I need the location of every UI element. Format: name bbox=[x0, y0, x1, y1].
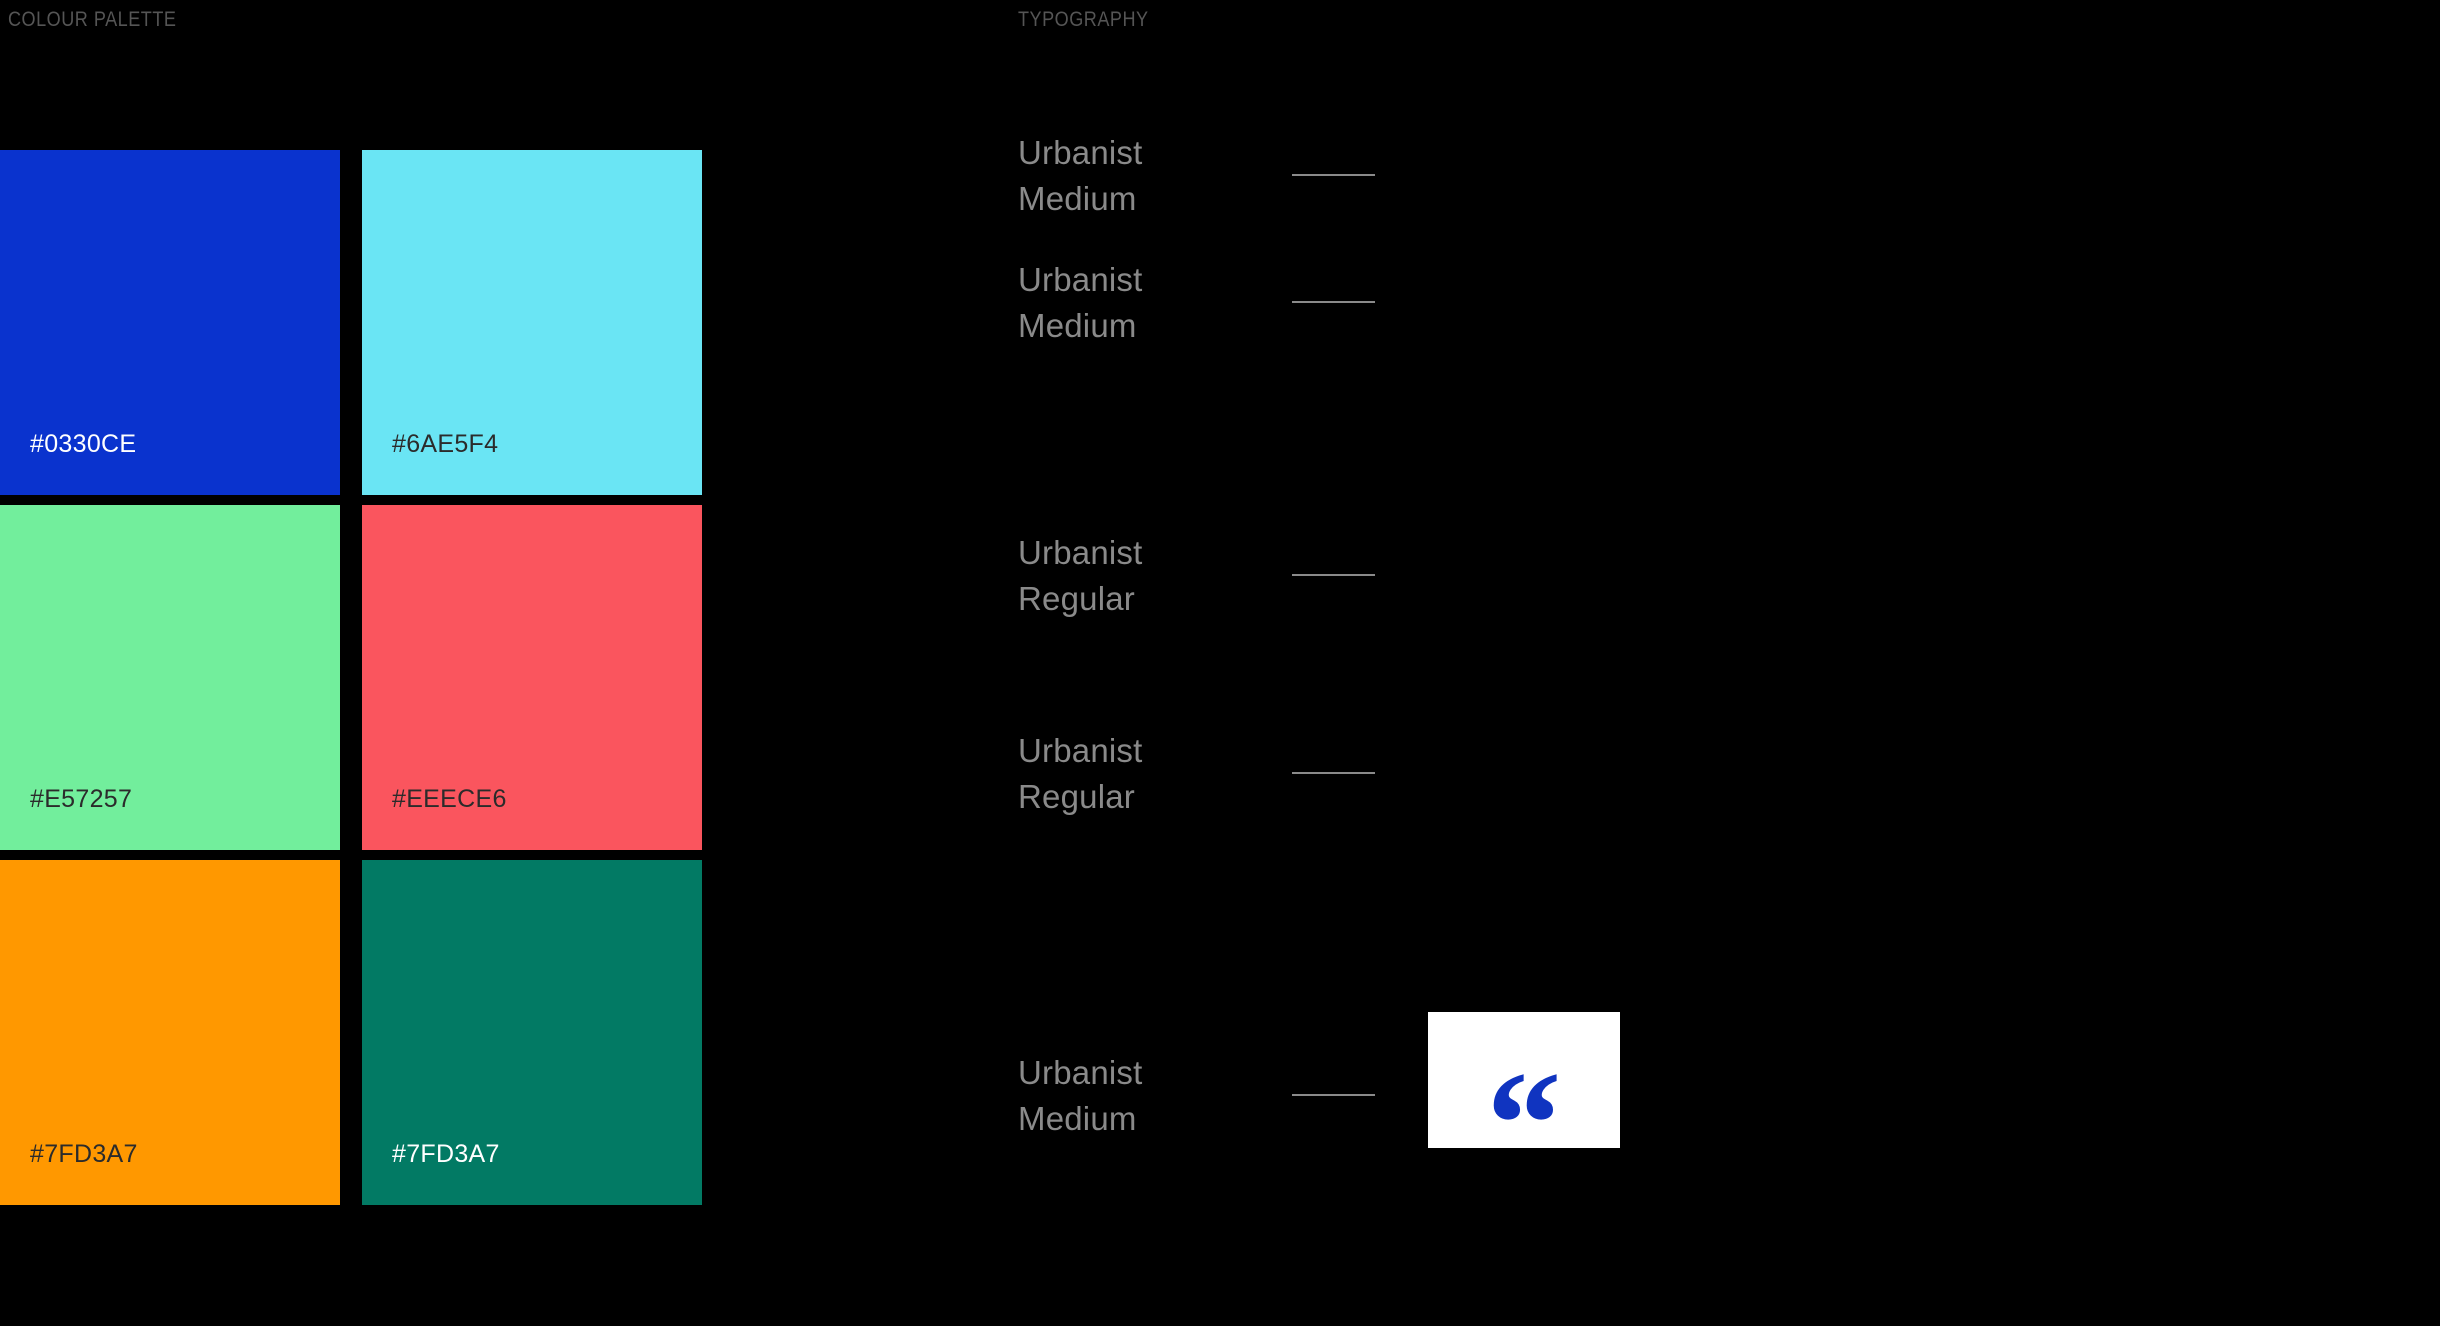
specimen-rule bbox=[1292, 301, 1375, 303]
colour-swatch-hex-label: #7FD3A7 bbox=[392, 1140, 500, 1168]
typography-specimen-list: Urbanist Medium Urbanist Medium Urbanist… bbox=[1018, 0, 1618, 1326]
specimen-rule bbox=[1292, 772, 1375, 774]
typeface-weight: Regular bbox=[1018, 580, 1135, 617]
typeface-weight: Regular bbox=[1018, 778, 1135, 815]
typeface-name: Urbanist Medium bbox=[1018, 1050, 1278, 1142]
colour-swatch-hex-label: #E57257 bbox=[30, 785, 133, 813]
typography-section-header: TYPOGRAPHY bbox=[1018, 8, 1149, 31]
specimen-rule bbox=[1292, 574, 1375, 576]
typeface-name: Urbanist Regular bbox=[1018, 728, 1278, 820]
typeface-weight: Medium bbox=[1018, 180, 1137, 217]
colour-swatch[interactable]: #E57257 bbox=[0, 505, 340, 850]
quote-card: “ bbox=[1428, 1012, 1620, 1148]
colour-swatch[interactable]: #7FD3A7 bbox=[0, 860, 340, 1205]
typeface-name: Urbanist Medium bbox=[1018, 130, 1278, 222]
typeface-family: Urbanist bbox=[1018, 134, 1143, 171]
typeface-family: Urbanist bbox=[1018, 261, 1143, 298]
colour-swatch-grid: #0330CE #6AE5F4 #E57257 #EEECE6 #7FD3A7 … bbox=[0, 150, 702, 1205]
left-double-quotation-mark-icon: “ bbox=[1486, 1041, 1562, 1148]
typeface-name: Urbanist Regular bbox=[1018, 530, 1278, 622]
typeface-name: Urbanist Medium bbox=[1018, 257, 1278, 349]
colour-swatch[interactable]: #6AE5F4 bbox=[362, 150, 702, 495]
typeface-weight: Medium bbox=[1018, 1100, 1137, 1137]
specimen-rule bbox=[1292, 174, 1375, 176]
colour-swatch-hex-label: #EEECE6 bbox=[392, 785, 507, 813]
colour-palette-section-header: COLOUR PALETTE bbox=[8, 8, 177, 31]
colour-swatch-hex-label: #0330CE bbox=[30, 430, 137, 458]
colour-swatch[interactable]: #EEECE6 bbox=[362, 505, 702, 850]
colour-swatch-hex-label: #7FD3A7 bbox=[30, 1140, 138, 1168]
colour-swatch[interactable]: #7FD3A7 bbox=[362, 860, 702, 1205]
colour-swatch[interactable]: #0330CE bbox=[0, 150, 340, 495]
specimen-rule bbox=[1292, 1094, 1375, 1096]
typeface-weight: Medium bbox=[1018, 307, 1137, 344]
colour-swatch-hex-label: #6AE5F4 bbox=[392, 430, 499, 458]
typeface-family: Urbanist bbox=[1018, 732, 1143, 769]
typeface-family: Urbanist bbox=[1018, 1054, 1143, 1091]
typeface-family: Urbanist bbox=[1018, 534, 1143, 571]
